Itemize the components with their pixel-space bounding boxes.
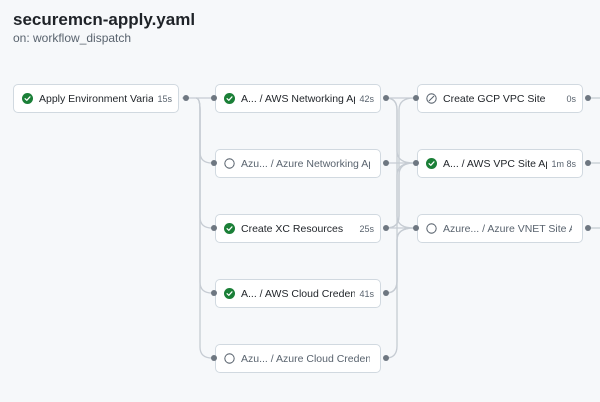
job-azure-cloud-credentials[interactable]: Azu... / Azure Cloud Credentials	[215, 344, 381, 373]
job-label: A... / AWS VPC Site Apply	[443, 157, 547, 170]
job-duration: 25s	[359, 223, 374, 234]
skipped-circle-icon	[224, 158, 235, 169]
input-connector	[211, 160, 217, 166]
job-azure-vnet-site-apply[interactable]: Azure... / Azure VNET Site Apply	[417, 214, 583, 243]
check-circle-icon	[224, 93, 235, 104]
check-circle-icon	[224, 288, 235, 299]
job-label: Apply Environment Variabl...	[39, 92, 154, 105]
output-connector	[585, 95, 591, 101]
job-label: Create XC Resources	[241, 222, 344, 235]
job-create-gcp-vpc-site[interactable]: Create GCP VPC Site 0s	[417, 84, 583, 113]
output-connector	[585, 225, 591, 231]
output-connector	[183, 95, 189, 101]
job-label: Create GCP VPC Site	[443, 92, 546, 105]
skipped-circle-icon	[426, 223, 437, 234]
job-aws-cloud-credentials[interactable]: A... / AWS Cloud Credentials 41s	[215, 279, 381, 308]
job-label: Azure... / Azure VNET Site Apply	[443, 222, 572, 235]
workflow-trigger: on: workflow_dispatch	[13, 31, 132, 45]
job-apply-environment-variables[interactable]: Apply Environment Variabl... 15s	[13, 84, 179, 113]
input-connector	[413, 95, 419, 101]
input-connector	[413, 225, 419, 231]
workflow-title: securemcn-apply.yaml	[13, 10, 196, 29]
job-create-xc-resources[interactable]: Create XC Resources 25s	[215, 214, 381, 243]
input-connector	[211, 355, 217, 361]
job-label: Azu... / Azure Cloud Credentials	[241, 352, 370, 365]
job-duration: 41s	[359, 288, 374, 299]
output-connector	[383, 225, 389, 231]
job-duration: 15s	[157, 93, 172, 104]
output-connector	[585, 160, 591, 166]
input-connector	[211, 95, 217, 101]
job-duration: 0s	[566, 93, 576, 104]
check-circle-icon	[224, 223, 235, 234]
check-circle-icon	[426, 158, 437, 169]
skipped-circle-icon	[224, 353, 235, 364]
input-connector	[211, 290, 217, 296]
output-connector	[383, 95, 389, 101]
output-connector	[383, 160, 389, 166]
input-connector	[413, 160, 419, 166]
job-aws-vpc-site-apply[interactable]: A... / AWS VPC Site Apply 1m 8s	[417, 149, 583, 178]
job-aws-networking-apply[interactable]: A... / AWS Networking Apply 42s	[215, 84, 381, 113]
job-label: Azu... / Azure Networking Apply	[241, 157, 370, 170]
check-circle-icon	[22, 93, 33, 104]
cancelled-circle-slash-icon	[426, 93, 437, 104]
job-duration: 1m 8s	[551, 158, 576, 169]
input-connector	[211, 225, 217, 231]
output-connector	[383, 290, 389, 296]
output-connector	[383, 355, 389, 361]
job-azure-networking-apply[interactable]: Azu... / Azure Networking Apply	[215, 149, 381, 178]
job-label: A... / AWS Networking Apply	[241, 92, 355, 105]
job-duration: 42s	[359, 93, 374, 104]
job-label: A... / AWS Cloud Credentials	[241, 287, 355, 300]
